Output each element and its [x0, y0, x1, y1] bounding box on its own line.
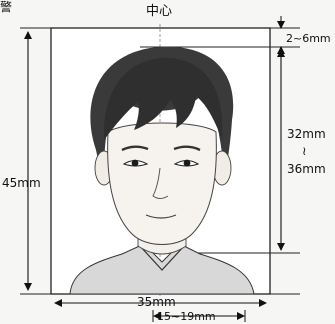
center-label: 中心 [146, 4, 173, 19]
mouth [145, 214, 177, 219]
right-pupil [183, 159, 191, 167]
nose [152, 167, 169, 199]
face-height-max-label: 36mm [287, 162, 326, 176]
collar [139, 245, 185, 271]
corner-text: 警 [0, 0, 13, 14]
face-height-separator: ≀ [302, 144, 307, 158]
face-height-min-label: 32mm [287, 127, 326, 141]
face-width-label: 15~19mm [157, 310, 216, 323]
right-eyebrow [173, 145, 201, 152]
total-height-label: 45mm [2, 176, 41, 190]
left-eyebrow [121, 145, 149, 152]
total-width-label: 35mm [137, 295, 176, 309]
left-pupil [131, 159, 139, 167]
hair-fringe [103, 57, 223, 141]
top-margin-label: 2~6mm [286, 32, 331, 45]
face [107, 122, 217, 245]
